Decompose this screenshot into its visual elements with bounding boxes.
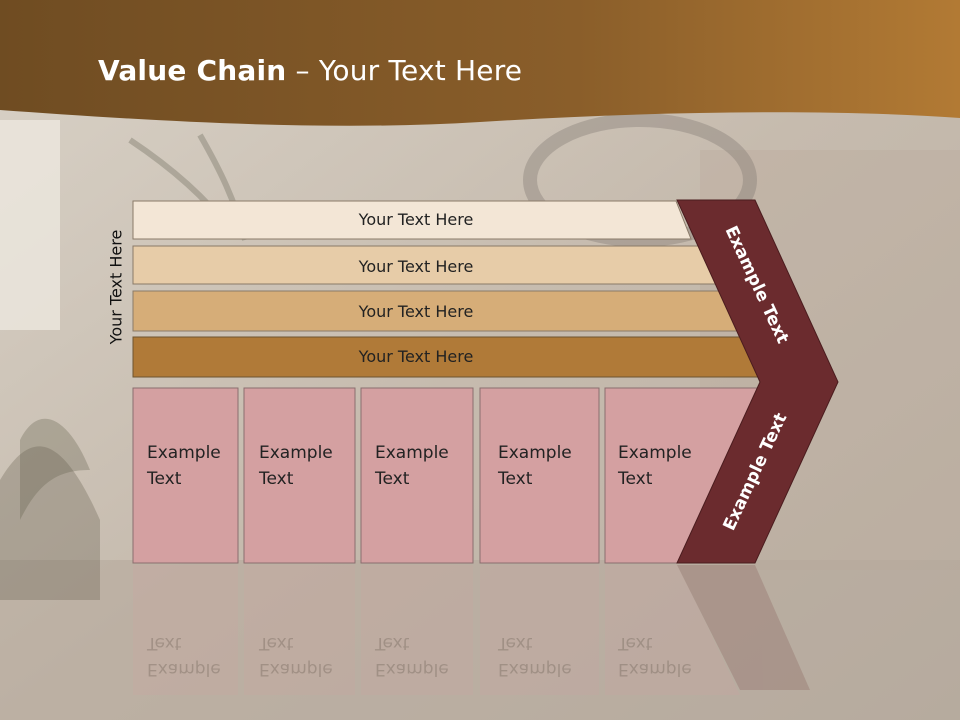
cell-3-line1: Example	[375, 443, 449, 463]
cell-5-line1: Example	[618, 443, 692, 463]
diagram-reflection	[133, 565, 810, 695]
cell-3-line2: Text	[375, 469, 410, 489]
bar-4: Your Text Here	[132, 336, 764, 378]
cell-2-line2: Text	[259, 469, 294, 489]
cell-1-line1: Example	[147, 443, 221, 463]
reflection-cell-5	[605, 565, 740, 695]
bar-3: Your Text Here	[132, 290, 740, 332]
bar-2-label: Your Text Here	[358, 257, 474, 276]
reflection-text-4-line1: Example	[498, 659, 572, 679]
cell-1-line2: Text	[147, 469, 182, 489]
reflection-cell-2	[244, 565, 355, 695]
reflection-text-5-line2: Text	[618, 633, 653, 653]
bar-3-label: Your Text Here	[358, 302, 474, 321]
cell-1	[132, 387, 239, 564]
cell-2	[243, 387, 356, 564]
reflection-text-1-line1: Example	[147, 659, 221, 679]
reflection-text-3: Example Text	[375, 630, 449, 682]
cell-5-line2: Text	[618, 469, 653, 489]
reflection-chevron	[677, 565, 810, 690]
reflection-text-2-line1: Example	[259, 659, 333, 679]
title-rest: – Your Text Here	[286, 54, 523, 87]
reflection-cell-3	[361, 565, 473, 695]
header-band	[0, 0, 960, 126]
reflection-text-1-line2: Text	[147, 633, 182, 653]
reflection-text-5-line1: Example	[618, 659, 692, 679]
reflection-cell-4	[480, 565, 599, 695]
reflection-text-4-line2: Text	[498, 633, 533, 653]
chevron-arrow	[676, 199, 839, 564]
cell-4-line1: Example	[498, 443, 572, 463]
bar-2: Your Text Here	[132, 245, 717, 285]
bar-4-label: Your Text Here	[358, 347, 474, 366]
cell-4-line2: Text	[498, 469, 533, 489]
reflection-text-1: Example Text	[147, 630, 221, 682]
cell-4	[479, 387, 600, 564]
bar-1: Your Text Here	[132, 200, 692, 240]
cell-1-text: Example Text	[147, 440, 221, 492]
reflection-text-2: Example Text	[259, 630, 333, 682]
reflection-text-4: Example Text	[498, 630, 572, 682]
reflection-text-2-line2: Text	[259, 633, 294, 653]
cell-5-text: Example Text	[618, 440, 692, 492]
cell-2-text: Example Text	[259, 440, 333, 492]
reflection-text-3-line1: Example	[375, 659, 449, 679]
cell-3-text: Example Text	[375, 440, 449, 492]
cell-4-text: Example Text	[498, 440, 572, 492]
reflection-cell-1	[133, 565, 238, 695]
reflection-text-3-line2: Text	[375, 633, 410, 653]
title-bold: Value Chain	[98, 54, 287, 87]
page-title: Value Chain – Your Text Here	[98, 54, 522, 87]
cell-2-line1: Example	[259, 443, 333, 463]
cell-3	[360, 387, 474, 564]
reflection-text-5: Example Text	[618, 630, 692, 682]
bar-1-label: Your Text Here	[358, 210, 474, 229]
